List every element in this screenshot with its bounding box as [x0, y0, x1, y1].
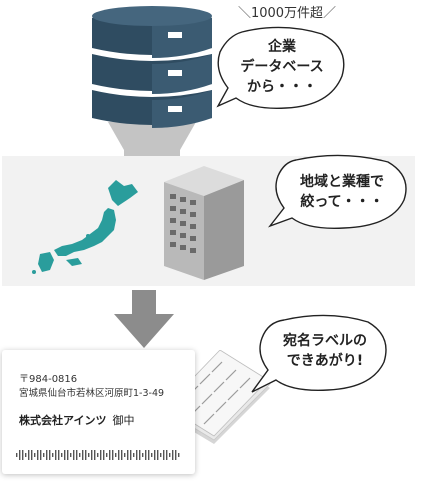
- barcode-bar: [49, 450, 51, 460]
- postal-code: 〒984-0816: [19, 374, 78, 385]
- barcode-bar: [94, 450, 96, 460]
- barcode-bar: [175, 450, 177, 460]
- barcode-bar: [133, 453, 135, 457]
- barcode-bar: [124, 453, 126, 457]
- barcode-bar: [139, 450, 141, 460]
- barcode-bar: [118, 450, 120, 460]
- barcode-bar: [157, 450, 159, 460]
- bubble-line: 企業: [268, 39, 296, 55]
- honorific: 御中: [112, 414, 135, 427]
- barcode-bar: [31, 450, 33, 460]
- barcode-bar: [19, 450, 21, 460]
- bubble-line: データベース: [240, 59, 324, 75]
- barcode-bar: [70, 453, 72, 457]
- barcode-bar: [127, 450, 129, 460]
- barcode-bar: [112, 450, 114, 460]
- barcode-bar: [172, 450, 174, 460]
- labels-speech-bubble: [251, 314, 387, 393]
- bubble-line: 地域と業種で: [300, 174, 384, 190]
- barcode-bar: [154, 450, 156, 460]
- barcode-bar: [88, 453, 90, 457]
- barcode-bar: [151, 453, 153, 457]
- barcode-bar: [160, 453, 162, 457]
- barcode-bar: [16, 453, 18, 457]
- barcode-bar: [115, 453, 117, 457]
- barcode-bar: [25, 453, 27, 457]
- barcode-bar: [163, 450, 165, 460]
- barcode-bar: [28, 450, 30, 460]
- funnel-icon: [108, 122, 196, 150]
- barcode-bar: [145, 450, 147, 460]
- caption-slash-right: ／: [323, 6, 337, 21]
- barcode-bar: [142, 453, 144, 457]
- barcode-bar: [52, 453, 54, 457]
- barcode-bar: [169, 453, 171, 457]
- barcode-bar: [37, 450, 39, 460]
- barcode-bar: [64, 450, 66, 460]
- barcode-bar: [103, 450, 105, 460]
- barcode-bar: [106, 453, 108, 457]
- down-arrow-icon: [114, 290, 174, 348]
- barcode-icon: [16, 450, 180, 460]
- barcode-bar: [109, 450, 111, 460]
- barcode-bar: [73, 450, 75, 460]
- barcode-bar: [148, 450, 150, 460]
- bubble-line: 絞って・・・: [300, 194, 384, 210]
- barcode-bar: [46, 450, 48, 460]
- address-label-card: 〒984-0816 宮城県仙台市若林区河原町1-3-49 株式会社アインツ御中: [2, 350, 195, 474]
- barcode-bar: [79, 453, 81, 457]
- barcode-bar: [82, 450, 84, 460]
- barcode-bar: [178, 453, 180, 457]
- barcode-bar: [85, 450, 87, 460]
- barcode-bar: [58, 450, 60, 460]
- record-count-caption: ＼1000万件超／: [222, 4, 352, 24]
- database-icon: [92, 6, 212, 158]
- barcode-bar: [136, 450, 138, 460]
- bubble-line: できあがり!: [286, 353, 364, 369]
- barcode-bar: [67, 450, 69, 460]
- filter-bubble-text: 地域と業種で 絞って・・・: [282, 172, 402, 212]
- address-line: 宮城県仙台市若林区河原町1-3-49: [19, 388, 165, 399]
- company-name: 株式会社アインツ御中: [19, 412, 134, 428]
- bubble-line: から・・・: [247, 79, 317, 95]
- barcode-bar: [22, 450, 24, 460]
- barcode-bar: [34, 453, 36, 457]
- barcode-bar: [166, 450, 168, 460]
- barcode-bar: [97, 453, 99, 457]
- barcode-bar: [130, 450, 132, 460]
- barcode-bar: [43, 453, 45, 457]
- office-building-icon: [164, 166, 244, 280]
- database-bubble-text: 企業 データベース から・・・: [226, 37, 338, 97]
- company-name-text: 株式会社アインツ: [19, 414, 107, 427]
- database-speech-bubble: [216, 26, 345, 109]
- barcode-bar: [40, 450, 42, 460]
- barcode-bar: [121, 450, 123, 460]
- filter-speech-bubble: [267, 154, 407, 229]
- barcode-bar: [55, 450, 57, 460]
- labels-bubble-text: 宛名ラベルの できあがり!: [266, 331, 384, 371]
- barcode-bar: [91, 450, 93, 460]
- bubble-line: 宛名ラベルの: [283, 333, 367, 349]
- japan-map-icon: [32, 180, 138, 274]
- caption-text: 1000万件超: [250, 6, 324, 21]
- caption-slash-left: ＼: [237, 6, 251, 21]
- barcode-bar: [76, 450, 78, 460]
- barcode-bar: [100, 450, 102, 460]
- barcode-bar: [61, 453, 63, 457]
